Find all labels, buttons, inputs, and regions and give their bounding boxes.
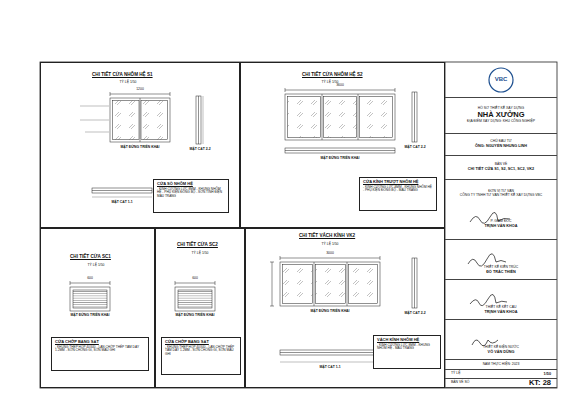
- view-label: MẶT ĐỨNG TRIỂN KHAI: [175, 314, 216, 318]
- detail-title: CHI TIẾT CỬA SC2: [176, 242, 219, 247]
- body-text: P. GIÁM ĐỐC: [491, 220, 512, 224]
- heading: VBC: [495, 76, 508, 83]
- sheet-border: [40, 62, 557, 388]
- title-cell: NĂM THỰC HIỆN: 2023: [445, 360, 557, 370]
- title-cell: HỒ SƠ THIẾT KẾ XÂY DỰNGNHÀ XƯỞNGĐỊA ĐIỂM…: [445, 98, 557, 134]
- body-text: TRỊNH VĂN KHOA: [485, 310, 518, 314]
- spec-box: CỬA KÍNH TRƯỢT NHÔM HỆ- KÍNH CƯỜNG LỰC 8…: [359, 177, 437, 211]
- spec-box: VÁCH KÍNH NHÔM HỆ- KÍNH CƯỜNG LỰC 8MM - …: [373, 335, 441, 369]
- view-label: MẶT CẮT 2-2: [403, 312, 426, 316]
- detail-title: CHI TIẾT CỬA NHÔM HỆ S2: [301, 72, 364, 77]
- detail-title: CHI TIẾT VÁCH KÍNH VK2: [298, 233, 356, 238]
- detail-title: CHI TIẾT CỬA NHÔM HỆ S1: [91, 72, 154, 77]
- body-text: NHÀ XƯỞNG: [477, 111, 524, 120]
- title-cell: ĐƠN VỊ TƯ VẤNCÔNG TY TNHH TƯ VẤN THIẾT K…: [445, 180, 557, 240]
- title-cell: BẢN VẼCHI TIẾT CỬA S1, S2, SC1, SC2, VK2: [445, 156, 557, 180]
- body-text: TRỊNH VĂN KHOA: [485, 224, 518, 228]
- heading: THIẾT KẾ ĐIỆN NƯỚC: [483, 346, 519, 350]
- heading: CỬA KÍNH TRƯỢT NHÔM HỆ: [363, 180, 433, 185]
- dimension: 600: [191, 277, 199, 281]
- detail-panel: CỬA SỔ NHÔM HỆ- KÍNH CƯỜNG LỰC 8MM - KHU…: [40, 62, 240, 228]
- title-cell: CHỦ ĐẦU TƯÔNG: NGUYỄN NHUNG LINH: [445, 134, 557, 156]
- dimension: 3000: [325, 252, 335, 256]
- body-text: CHI TIẾT CỬA S1, S2, SC1, SC2, VK2: [468, 167, 534, 171]
- view-label: MẶT ĐỨNG TRIỂN KHAI: [310, 310, 351, 314]
- view-label: TỶ LỆ 1/50: [87, 264, 106, 268]
- view-label: TỶ LỆ 1/50: [119, 81, 138, 85]
- body-text: KT: 28: [529, 379, 551, 388]
- heading: CỬA CHỚP BẰNG SẮT: [55, 340, 145, 345]
- detail-panel: CỬA CHỚP BẰNG SẮT- KHUNG THÉP HỘP 40X40 …: [40, 228, 155, 388]
- heading: THIẾT KẾ KIẾN TRÚC: [484, 266, 518, 270]
- title-cell: TỶ LỆ 1/50: [445, 370, 557, 379]
- view-label: MẶT CẮT 2-2: [188, 148, 211, 152]
- view-label: MẶT CẮT 2-2: [403, 146, 426, 150]
- window-s2: [285, 88, 417, 153]
- body-text: - KÍNH CƯỜNG LỰC 8MM - KHUNG NHÔM HỆ - P…: [157, 188, 225, 199]
- title-cell: THIẾT KẾ KẾT CẤUTRỊNH VĂN KHOA: [445, 280, 557, 320]
- body-text: CÔNG TY TNHH TƯ VẤN THIẾT KẾ XÂY DỰNG VB…: [460, 194, 542, 198]
- dimension: 3600: [335, 84, 345, 88]
- heading: BẢN VẼ SỐ: [451, 381, 469, 385]
- title-cell: BẢN VẼ SỐ KT: 28: [445, 379, 557, 388]
- body-text: ĐỖ TRÁC THIỀN: [486, 270, 516, 274]
- heading: VÁCH KÍNH NHÔM HỆ: [377, 338, 437, 343]
- title-cell: THIẾT KẾ KIẾN TRÚCĐỖ TRÁC THIỀN: [445, 240, 557, 280]
- heading: CỬA CHỚP BẰNG SẮT: [165, 340, 237, 345]
- body-text: - KÍNH CƯỜNG LỰC 8MM - KHUNG NHÔM HỆ - P…: [363, 186, 433, 193]
- view-label: MẶT CẮT 1-1: [110, 201, 133, 205]
- view-label: MẶT ĐỨNG TRIỂN KHAI: [320, 157, 361, 161]
- heading: TỶ LỆ: [451, 372, 460, 376]
- spec-box: CỬA CHỚP BẰNG SẮT- KHUNG THÉP HỘP 40X40 …: [161, 337, 241, 375]
- title-cell: VBC: [445, 62, 557, 98]
- body-text: ÔNG: NGUYỄN NHUNG LINH: [475, 144, 527, 148]
- body-text: - KHUNG THÉP HỘP 40X40 - LAN CHỚP THÉP T…: [165, 346, 237, 357]
- body-text: 1/50: [544, 372, 551, 376]
- dimension: 600: [86, 277, 94, 281]
- body-text: - KHUNG THÉP HỘP 40X40 - LAN CHỚP THÉP T…: [55, 346, 145, 353]
- detail-title: CHI TIẾT CỬA SC1: [69, 254, 112, 259]
- view-label: TỶ LỆ 1/50: [321, 243, 340, 247]
- spec-box: CỬA CHỚP BẰNG SẮT- KHUNG THÉP HỘP 40X40 …: [51, 337, 149, 371]
- view-label: MẶT ĐỨNG TRIỂN KHAI: [120, 146, 161, 150]
- louver-sc1: [70, 281, 110, 311]
- detail-panel: VÁCH KÍNH NHÔM HỆ- KÍNH CƯỜNG LỰC 8MM - …: [245, 228, 445, 388]
- heading: CỬA SỔ NHÔM HỆ: [157, 182, 225, 187]
- heading: THIẾT KẾ KẾT CẤU: [486, 306, 517, 310]
- body-text: VÕ VĂN DŨNG: [488, 350, 515, 354]
- heading: NĂM THỰC HIỆN: 2023: [483, 363, 520, 367]
- body-text: - KÍNH CƯỜNG LỰC 8MM - KHUNG NHÔM HỆ - M…: [377, 344, 437, 351]
- view-label: MẶT CẮT 1-1: [318, 366, 341, 370]
- dimension: 1200: [135, 88, 145, 92]
- heading: CHỦ ĐẦU TƯ: [490, 140, 511, 144]
- view-label: MẶT ĐỨNG TRIỂN KHAI: [70, 314, 111, 318]
- view-label: TỶ LỆ 1/50: [191, 252, 210, 256]
- body-text: ĐỊA ĐIỂM XÂY DỰNG: KHU CÔNG NGHIỆP: [467, 120, 535, 124]
- heading: BẢN VẼ: [495, 163, 507, 167]
- spec-box: CỬA SỔ NHÔM HỆ- KÍNH CƯỜNG LỰC 8MM - KHU…: [153, 179, 229, 213]
- title-cell: THIẾT KẾ ĐIỆN NƯỚCVÕ VĂN DŨNG: [445, 320, 557, 360]
- louver-sc2: [175, 281, 215, 311]
